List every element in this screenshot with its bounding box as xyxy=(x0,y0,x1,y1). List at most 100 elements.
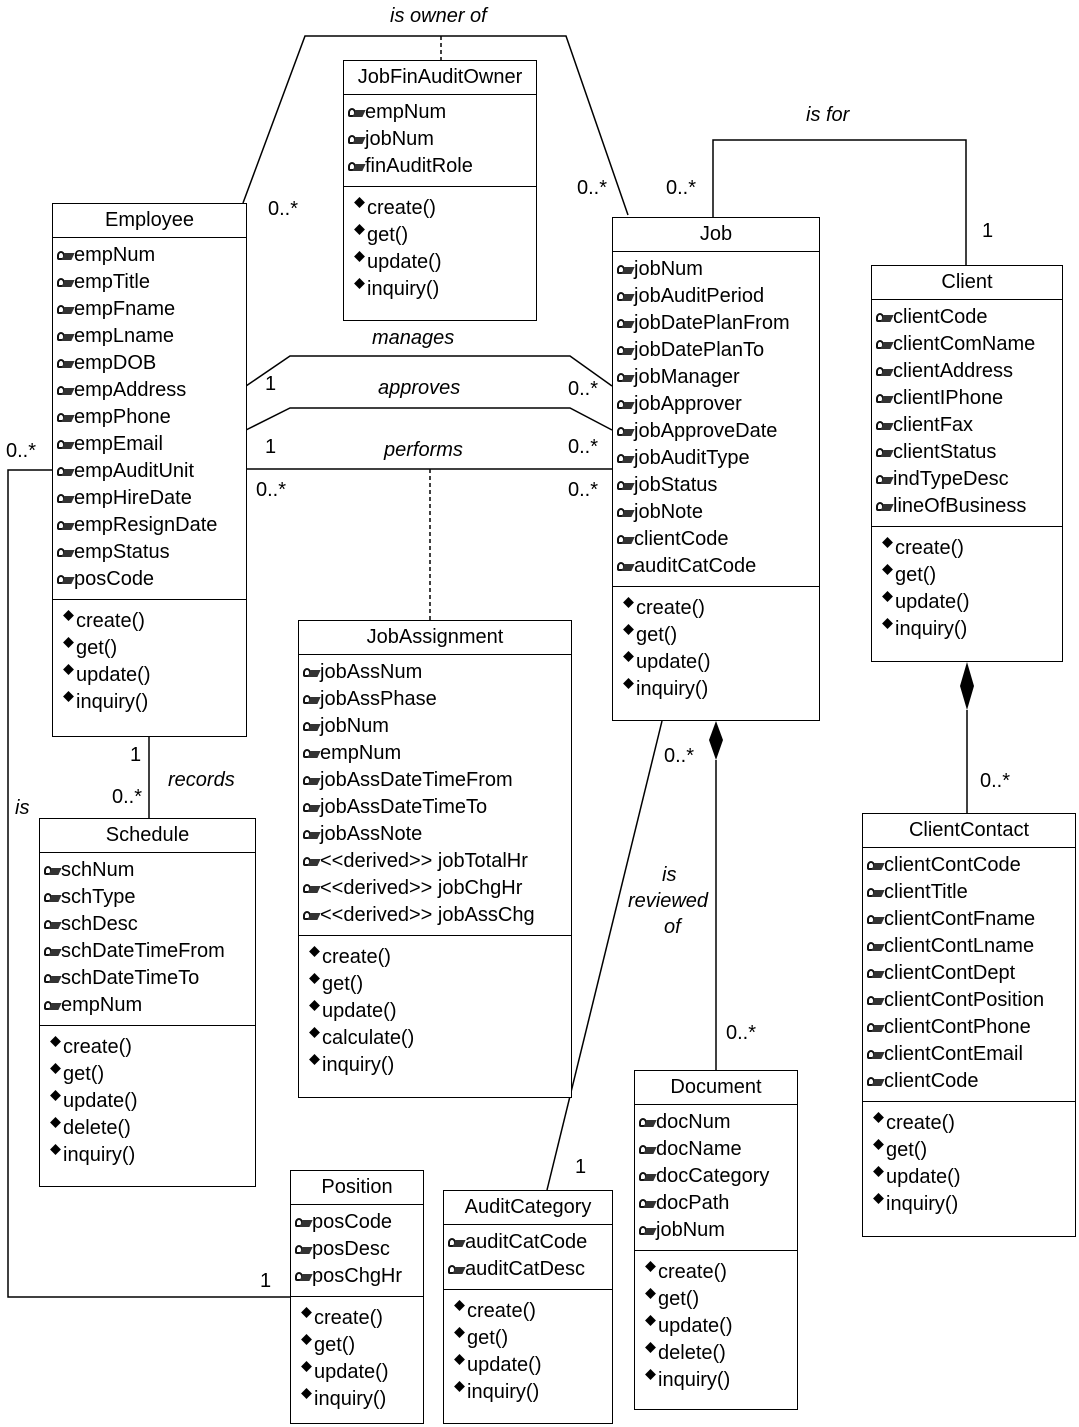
operation-row: delete() xyxy=(50,1115,255,1142)
mult-review-cat: 1 xyxy=(575,1156,587,1178)
public-operation-icon xyxy=(309,946,320,957)
operation-row: update() xyxy=(882,589,1062,616)
mult-approves-emp: 1 xyxy=(265,373,277,395)
attribute-row: docCategory xyxy=(639,1163,797,1190)
public-operation-icon xyxy=(301,1388,312,1399)
private-attribute-icon xyxy=(57,574,73,586)
attribute-name: docPath xyxy=(656,1192,730,1214)
operation-row: get() xyxy=(63,635,246,662)
public-operation-icon xyxy=(873,1166,884,1177)
class-name: Position xyxy=(291,1171,423,1205)
private-attribute-icon xyxy=(867,995,883,1007)
attribute-row: schDateTimeTo xyxy=(44,965,255,992)
mult-for-client: 1 xyxy=(982,220,994,242)
attribute-row: jobDatePlanFrom xyxy=(617,310,819,337)
operation-row: create() xyxy=(645,1259,797,1286)
attribute-row: jobNum xyxy=(617,256,819,283)
operation-row: get() xyxy=(882,562,1062,589)
attribute-row: schNum xyxy=(44,857,255,884)
attribute-row: empPhone xyxy=(57,404,246,431)
attribute-row: jobAssPhase xyxy=(303,686,571,713)
private-attribute-icon xyxy=(44,946,60,958)
private-attribute-icon xyxy=(617,534,633,546)
operation-compartment: create()get()update()inquiry() xyxy=(444,1290,612,1423)
mult-owner-job: 0..* xyxy=(577,177,608,199)
attribute-row: empAuditUnit xyxy=(57,458,246,485)
operation-name: create() xyxy=(322,946,391,968)
assoc-manages: manages xyxy=(372,327,455,349)
operation-name: get() xyxy=(322,973,364,995)
attribute-name: docNum xyxy=(656,1111,731,1133)
attribute-row: jobNum xyxy=(639,1217,797,1244)
is-reviewed-of-line xyxy=(546,720,663,1191)
operation-row: update() xyxy=(645,1313,797,1340)
attribute-name: jobNum xyxy=(634,258,703,280)
public-operation-icon xyxy=(873,1139,884,1150)
attribute-name: empNum xyxy=(365,101,447,123)
attribute-row: empStatus xyxy=(57,539,246,566)
operation-row: create() xyxy=(309,944,571,971)
operation-name: create() xyxy=(467,1300,536,1322)
private-attribute-icon xyxy=(617,372,633,384)
private-attribute-icon xyxy=(348,107,364,119)
attribute-name: posCode xyxy=(74,568,155,590)
attribute-name: empLname xyxy=(74,325,175,347)
private-attribute-icon xyxy=(448,1264,464,1276)
attribute-name: docName xyxy=(656,1138,742,1160)
assoc-performs: performs xyxy=(384,439,463,461)
private-attribute-icon xyxy=(617,264,633,276)
attribute-row: empAddress xyxy=(57,377,246,404)
public-operation-icon xyxy=(301,1361,312,1372)
mult-for-job: 0..* xyxy=(666,177,697,199)
attribute-row: docName xyxy=(639,1136,797,1163)
private-attribute-icon xyxy=(44,865,60,877)
private-attribute-icon xyxy=(867,914,883,926)
operation-name: inquiry() xyxy=(63,1144,136,1166)
attribute-name: auditCatCode xyxy=(634,555,757,577)
private-attribute-icon xyxy=(617,291,633,303)
attribute-name: clientContCode xyxy=(884,854,1021,876)
attribute-name: empFname xyxy=(74,298,176,320)
attribute-name: posChgHr xyxy=(312,1265,403,1287)
private-attribute-icon xyxy=(303,856,319,868)
mult-assign-emp: 0..* xyxy=(256,479,287,501)
operation-name: create() xyxy=(314,1307,383,1329)
attribute-row: clientStatus xyxy=(876,439,1062,466)
operation-name: update() xyxy=(895,591,970,613)
private-attribute-icon xyxy=(448,1237,464,1249)
attribute-row: clientFax xyxy=(876,412,1062,439)
operation-row: get() xyxy=(623,622,819,649)
operation-name: get() xyxy=(314,1334,356,1356)
operation-row: create() xyxy=(873,1110,1075,1137)
public-operation-icon xyxy=(50,1063,61,1074)
operation-compartment: create()get()update()inquiry() xyxy=(863,1102,1075,1236)
operation-row: create() xyxy=(454,1298,612,1325)
attribute-row: jobAssNote xyxy=(303,821,571,848)
public-operation-icon xyxy=(354,278,365,289)
attribute-row: jobAssNum xyxy=(303,659,571,686)
public-operation-icon xyxy=(645,1288,656,1299)
operation-row: get() xyxy=(301,1332,423,1359)
public-operation-icon xyxy=(645,1261,656,1272)
public-operation-icon xyxy=(454,1300,465,1311)
attribute-name: auditCatDesc xyxy=(465,1258,586,1280)
operation-row: update() xyxy=(63,662,246,689)
attribute-name: <<derived>> jobTotalHr xyxy=(320,850,528,872)
mult-is-emp: 0..* xyxy=(6,440,37,462)
attribute-row: auditCatCode xyxy=(448,1229,612,1256)
mult-records-emp: 1 xyxy=(130,744,142,766)
public-operation-icon xyxy=(309,1027,320,1038)
public-operation-icon xyxy=(309,1054,320,1065)
public-operation-icon xyxy=(309,973,320,984)
attribute-name: jobNum xyxy=(365,128,434,150)
class-name: Employee xyxy=(53,204,246,238)
assoc-is-owner-of: is owner of xyxy=(390,5,487,27)
public-operation-icon xyxy=(623,651,634,662)
operation-name: calculate() xyxy=(322,1027,415,1049)
public-operation-icon xyxy=(50,1144,61,1155)
attribute-row: jobApprover xyxy=(617,391,819,418)
operation-name: get() xyxy=(636,624,678,646)
